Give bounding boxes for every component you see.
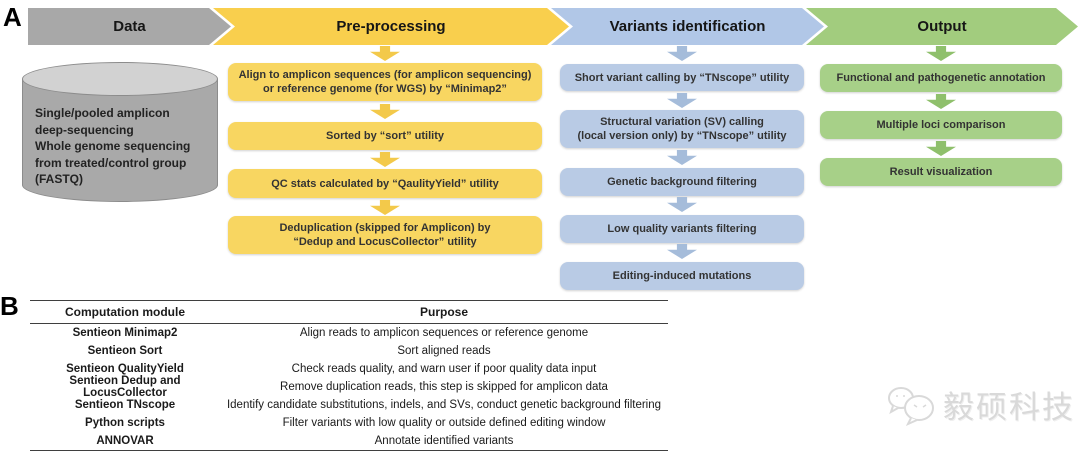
flow-header-preprocessing: Pre-processing bbox=[213, 8, 569, 45]
table-row: ANNOVAR Annotate identified variants bbox=[30, 432, 668, 450]
step-low-quality-filtering: Low quality variants filtering bbox=[560, 215, 804, 243]
purpose-cell: Identify candidate substitutions, indels… bbox=[226, 399, 662, 411]
down-arrow-icon bbox=[667, 197, 697, 212]
module-cell: Sentieon TNscope bbox=[74, 399, 176, 411]
flow-header-output: Output bbox=[806, 8, 1078, 45]
down-arrow-icon bbox=[370, 46, 400, 61]
down-arrow-icon bbox=[667, 46, 697, 61]
purpose-cell: Sort aligned reads bbox=[397, 345, 491, 357]
table-header-purpose: Purpose bbox=[419, 305, 468, 319]
step-editing-induced-mutations: Editing-induced mutations bbox=[560, 262, 804, 290]
down-arrow-icon bbox=[370, 200, 400, 215]
database-cylinder-top bbox=[22, 62, 218, 96]
step-short-variant-calling: Short variant calling by “TNscope” utili… bbox=[560, 64, 804, 91]
step-annotation: Functional and pathogenetic annotation bbox=[820, 64, 1062, 92]
step-multiple-loci-comparison: Multiple loci comparison bbox=[820, 111, 1062, 139]
step-deduplication: Deduplication (skipped for Amplicon) by … bbox=[228, 216, 542, 254]
flow-header-data: Data bbox=[28, 8, 231, 45]
watermark: 毅硕科技 bbox=[886, 382, 1075, 427]
down-arrow-icon bbox=[667, 150, 697, 165]
wechat-chat-bubbles-icon bbox=[888, 386, 934, 426]
table-row: Python scripts Filter variants with low … bbox=[30, 414, 668, 432]
computation-module-table: Computation module Purpose Sentieon Mini… bbox=[30, 300, 668, 451]
module-cell: Sentieon Dedup and LocusCollector bbox=[69, 375, 181, 399]
purpose-cell: Align reads to amplicon sequences or ref… bbox=[299, 327, 589, 339]
purpose-cell: Filter variants with low quality or outs… bbox=[282, 417, 606, 429]
data-source-text: Single/pooled amplicon deep-sequencing W… bbox=[35, 106, 191, 186]
module-cell: Sentieon QualityYield bbox=[66, 363, 184, 375]
step-align: Align to amplicon sequences (for amplico… bbox=[228, 63, 542, 101]
step-sort: Sorted by “sort” utility bbox=[228, 122, 542, 150]
step-qc-stats: QC stats calculated by “QaulityYield” ut… bbox=[228, 169, 542, 198]
table-row: Sentieon QualityYield Check reads qualit… bbox=[30, 360, 668, 378]
module-cell: Python scripts bbox=[85, 417, 165, 429]
table-bottom-rule bbox=[30, 450, 668, 451]
down-arrow-icon bbox=[667, 93, 697, 108]
table-row: Sentieon Sort Sort aligned reads bbox=[30, 342, 668, 360]
database-cylinder-body bbox=[22, 79, 218, 185]
down-arrow-icon bbox=[370, 104, 400, 119]
down-arrow-icon bbox=[926, 46, 956, 61]
flow-header-variants-identification: Variants identification bbox=[551, 8, 824, 45]
down-arrow-icon bbox=[926, 141, 956, 156]
table-mid-rule bbox=[30, 323, 668, 324]
watermark-company-name: 毅硕科技 bbox=[943, 390, 1075, 425]
step-sv-calling: Structural variation (SV) calling (local… bbox=[560, 110, 804, 148]
module-cell: Sentieon Sort bbox=[87, 345, 163, 357]
panel-b-label: B bbox=[0, 291, 19, 321]
table-header-row: Computation module Purpose bbox=[30, 301, 668, 323]
purpose-cell: Check reads quality, and warn user if po… bbox=[291, 363, 597, 375]
table-top-rule bbox=[30, 300, 668, 301]
table-row: Sentieon Dedup and LocusCollector Remove… bbox=[30, 375, 668, 399]
purpose-cell: Annotate identified variants bbox=[374, 435, 514, 447]
down-arrow-icon bbox=[370, 152, 400, 167]
table-row: Sentieon TNscope Identify candidate subs… bbox=[30, 396, 668, 414]
step-genetic-background-filtering: Genetic background filtering bbox=[560, 168, 804, 196]
step-result-visualization: Result visualization bbox=[820, 158, 1062, 186]
down-arrow-icon bbox=[667, 244, 697, 259]
purpose-cell: Remove duplication reads, this step is s… bbox=[280, 381, 608, 393]
table-row: Sentieon Minimap2 Align reads to amplico… bbox=[30, 324, 668, 342]
database-cylinder: Single/pooled amplicon deep-sequencing W… bbox=[22, 62, 218, 202]
panel-a-label: A bbox=[3, 2, 22, 32]
module-cell: Sentieon Minimap2 bbox=[72, 327, 178, 339]
down-arrow-icon bbox=[926, 94, 956, 109]
module-cell: ANNOVAR bbox=[96, 435, 154, 447]
table-header-module: Computation module bbox=[65, 305, 185, 319]
